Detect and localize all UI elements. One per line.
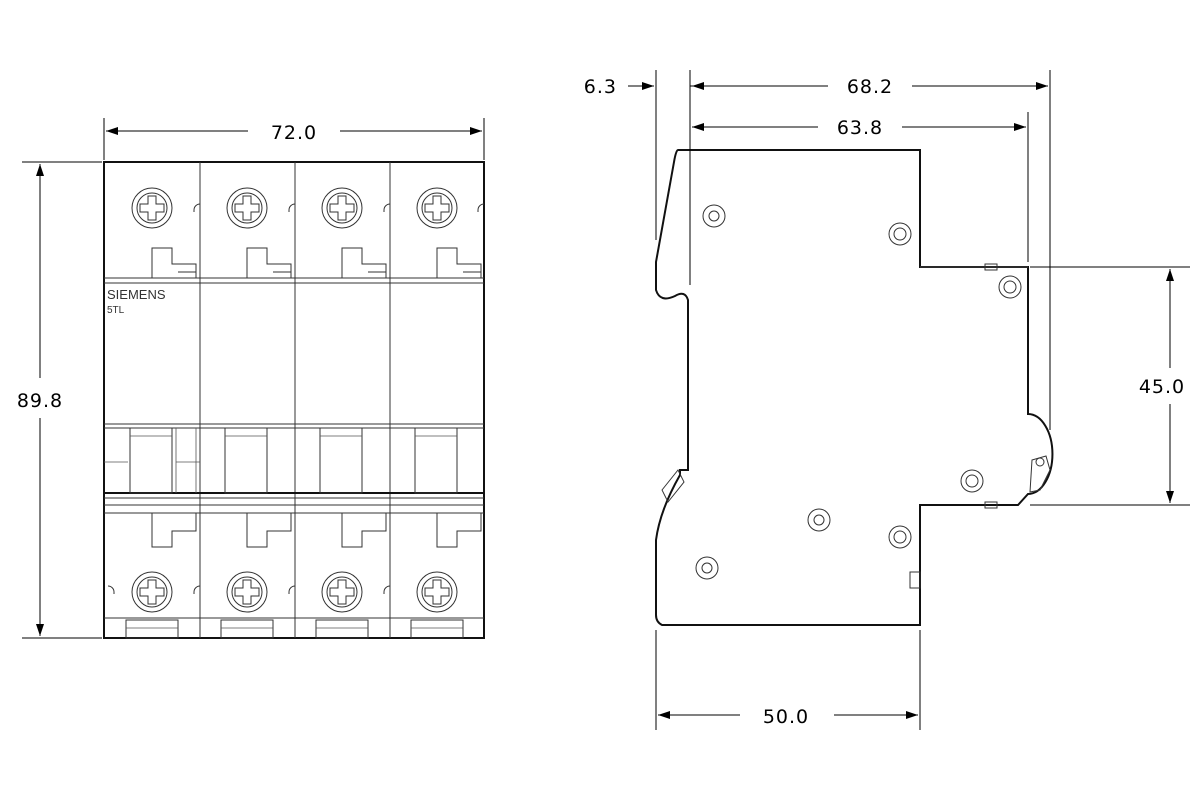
rivet-icon [695, 556, 719, 580]
rivet-icon [807, 508, 831, 532]
dim-height-label: 89.8 [17, 390, 63, 412]
side-rivets [695, 204, 1022, 580]
bottom-terminal-screws [131, 571, 458, 613]
toggle-levers [104, 427, 458, 494]
screw-icon [416, 571, 458, 613]
rivet-icon [888, 525, 912, 549]
dim-base-depth-label: 50.0 [763, 706, 809, 728]
rivet-icon [960, 469, 984, 493]
screw-icon [131, 187, 173, 229]
rivet-icon [888, 222, 912, 246]
front-view: SIEMENS 5TL [103, 161, 485, 639]
dim-overall-depth-label: 68.2 [847, 76, 893, 98]
rivet-icon [998, 275, 1022, 299]
side-view [655, 149, 1054, 626]
din-clips [125, 619, 464, 639]
screw-icon [321, 187, 363, 229]
front-outline [103, 161, 485, 639]
rivet-icon [702, 204, 726, 228]
dim-top-offset-label: 6.3 [584, 76, 617, 98]
dim-width-label: 72.0 [271, 122, 317, 144]
top-clamp-notches [151, 203, 485, 278]
dim-inner-depth-label: 63.8 [837, 117, 883, 139]
model-label: 5TL [107, 305, 125, 316]
screw-icon [321, 571, 363, 613]
screw-icon [416, 187, 458, 229]
side-inner-lines [661, 263, 1051, 589]
dim-center-height-label: 45.0 [1139, 376, 1185, 398]
front-bands [104, 277, 484, 619]
bottom-clamp-notches [107, 513, 482, 594]
screw-icon [226, 187, 268, 229]
front-dimensions: 72.0 89.8 [17, 118, 485, 639]
pole-dividers [199, 162, 391, 638]
top-terminal-screws [131, 187, 458, 229]
screw-icon [226, 571, 268, 613]
screw-icon [131, 571, 173, 613]
side-dimensions: 6.3 68.2 63.8 45.0 50.0 [584, 70, 1190, 730]
brand-label: SIEMENS [107, 287, 166, 302]
side-outline [655, 149, 1054, 626]
